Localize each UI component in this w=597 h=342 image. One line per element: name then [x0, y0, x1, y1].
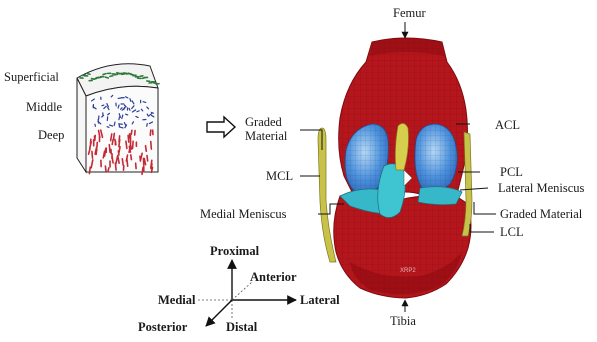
deep-mark: [119, 147, 120, 152]
superficial-mark: [105, 77, 108, 78]
knee-model: XRP2: [318, 38, 472, 298]
superficial-mark: [140, 76, 143, 77]
deep-mark: [112, 157, 113, 163]
deep-mark: [89, 167, 90, 173]
label-deep: Deep: [38, 128, 64, 142]
label-femur: Femur: [393, 6, 426, 20]
label-pcl: PCL: [500, 165, 523, 179]
superficial-mark: [110, 76, 113, 77]
label-acl: ACL: [495, 118, 520, 132]
axis-label-lateral: Lateral: [300, 293, 340, 307]
deep-mark: [142, 167, 143, 174]
graded-material-right-leader: [474, 202, 496, 214]
deep-mark: [115, 139, 116, 144]
deep-mark: [115, 163, 116, 170]
deep-mark: [114, 133, 115, 139]
superficial-mark: [103, 74, 106, 75]
deep-mark: [112, 140, 113, 145]
label-lcl: LCL: [500, 225, 524, 239]
deep-mark: [133, 141, 134, 148]
superficial-mark: [133, 75, 136, 76]
deep-mark: [108, 168, 109, 172]
tibial-cartilage-center: [378, 164, 406, 218]
label-graded-material-right: Graded Material: [500, 207, 582, 221]
label-medial-meniscus: Medial Meniscus: [200, 207, 286, 221]
deep-mark: [151, 142, 152, 150]
label-graded-material-left-1: Graded: [245, 115, 282, 129]
deep-mark: [127, 159, 128, 167]
middle-mark: [119, 124, 120, 127]
middle-mark: [129, 108, 130, 110]
middle-mark: [118, 98, 122, 99]
axis-label-proximal: Proximal: [210, 244, 259, 258]
deep-mark: [147, 156, 148, 161]
deep-mark: [122, 159, 123, 165]
deep-mark: [105, 148, 106, 152]
label-mcl: MCL: [266, 169, 293, 183]
label-graded-material-left-2: Material: [245, 129, 287, 143]
axis-label-medial: Medial: [158, 293, 196, 307]
model-tag: XRP2: [400, 268, 416, 274]
middle-mark: [143, 102, 146, 103]
deep-mark: [109, 145, 110, 153]
middle-mark: [119, 117, 120, 120]
label-lateral-meniscus: Lateral Meniscus: [498, 181, 584, 195]
deep-mark: [131, 155, 132, 160]
deep-mark: [146, 146, 147, 151]
deep-mark: [111, 134, 112, 141]
mcl-ligament: [318, 128, 336, 262]
middle-mark: [118, 105, 119, 108]
anterior-axis: [232, 282, 252, 300]
deep-mark: [140, 156, 141, 161]
label-superficial: Superficial: [4, 70, 59, 84]
lateral-meniscus: [418, 187, 462, 205]
superficial-mark: [87, 73, 90, 74]
axis-label-posterior: Posterior: [138, 320, 187, 334]
middle-mark: [114, 122, 115, 125]
cartilage-layers-block: [77, 64, 159, 175]
deep-mark: [126, 141, 127, 148]
lateral-meniscus-leader: [460, 188, 488, 190]
hollow-arrow: [207, 117, 235, 137]
deep-mark: [131, 130, 132, 134]
middle-mark: [107, 127, 109, 128]
deep-mark: [119, 140, 120, 147]
deep-mark: [105, 166, 106, 171]
middle-mark: [102, 105, 104, 106]
label-middle: Middle: [26, 100, 62, 114]
deep-mark: [128, 135, 129, 142]
axis-label-distal: Distal: [226, 320, 257, 334]
axis-label-anterior: Anterior: [250, 270, 297, 284]
deep-mark: [151, 167, 152, 172]
deep-mark: [92, 151, 93, 158]
label-tibia: Tibia: [390, 314, 416, 328]
lcl-leader: [470, 224, 494, 232]
middle-mark: [126, 114, 128, 115]
